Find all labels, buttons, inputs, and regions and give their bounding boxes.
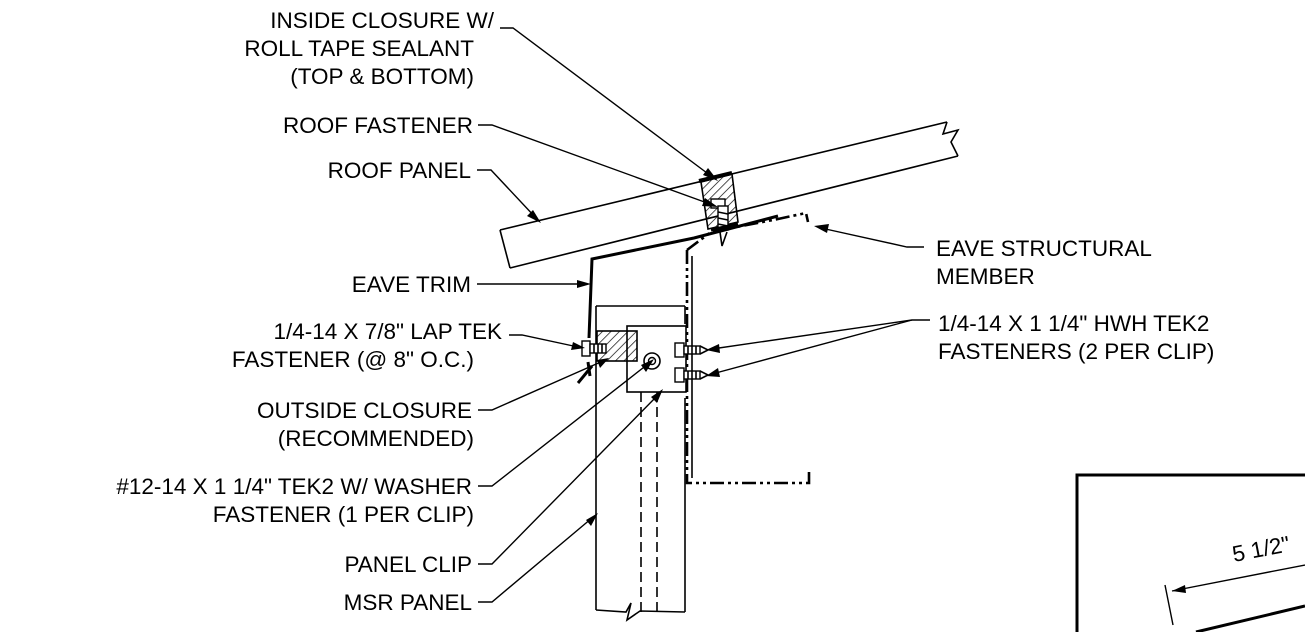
inset-detail: 5 1/2" xyxy=(1075,473,1305,632)
hwh-tek2-label-line2: FASTENERS (2 PER CLIP) xyxy=(938,339,1214,364)
hwh-tek2-label-line1: 1/4-14 X 1 1/4" HWH TEK2 xyxy=(938,311,1209,336)
inside-closure-label-line2: ROLL TAPE SEALANT xyxy=(244,36,474,61)
inside-closure-label-line1: INSIDE CLOSURE W/ xyxy=(270,8,495,33)
tek2-washer-label-line1: #12-14 X 1 1/4" TEK2 W/ WASHER xyxy=(116,474,472,499)
leader-lines xyxy=(477,27,930,603)
inset-dimension-label: 5 1/2" xyxy=(1230,531,1292,567)
lap-tek-fastener xyxy=(581,340,607,357)
roof-fastener-label: ROOF FASTENER xyxy=(283,113,473,138)
eave-trim xyxy=(576,214,779,384)
lap-tek-label-line1: 1/4-14 X 7/8" LAP TEK xyxy=(273,319,502,344)
outside-closure-label-line2: (RECOMMENDED) xyxy=(278,426,474,451)
msr-panel-label: MSR PANEL xyxy=(344,590,472,615)
roof-panel-label: ROOF PANEL xyxy=(328,158,471,183)
eave-trim-label: EAVE TRIM xyxy=(352,272,471,297)
outside-closure-label-line1: OUTSIDE CLOSURE xyxy=(257,398,472,423)
eave-structural-member xyxy=(685,211,811,485)
panel-clip-label: PANEL CLIP xyxy=(344,552,472,577)
eave-structural-member-label-line1: EAVE STRUCTURAL xyxy=(936,236,1152,261)
inside-closure-label-line3: (TOP & BOTTOM) xyxy=(290,64,474,89)
roof-fastener xyxy=(710,198,739,247)
eave-structural-member-label-line2: MEMBER xyxy=(936,264,1035,289)
tek2-washer-label-line2: FASTENER (1 PER CLIP) xyxy=(213,502,474,527)
lap-tek-label-line2: FASTENER (@ 8" O.C.) xyxy=(232,347,474,372)
